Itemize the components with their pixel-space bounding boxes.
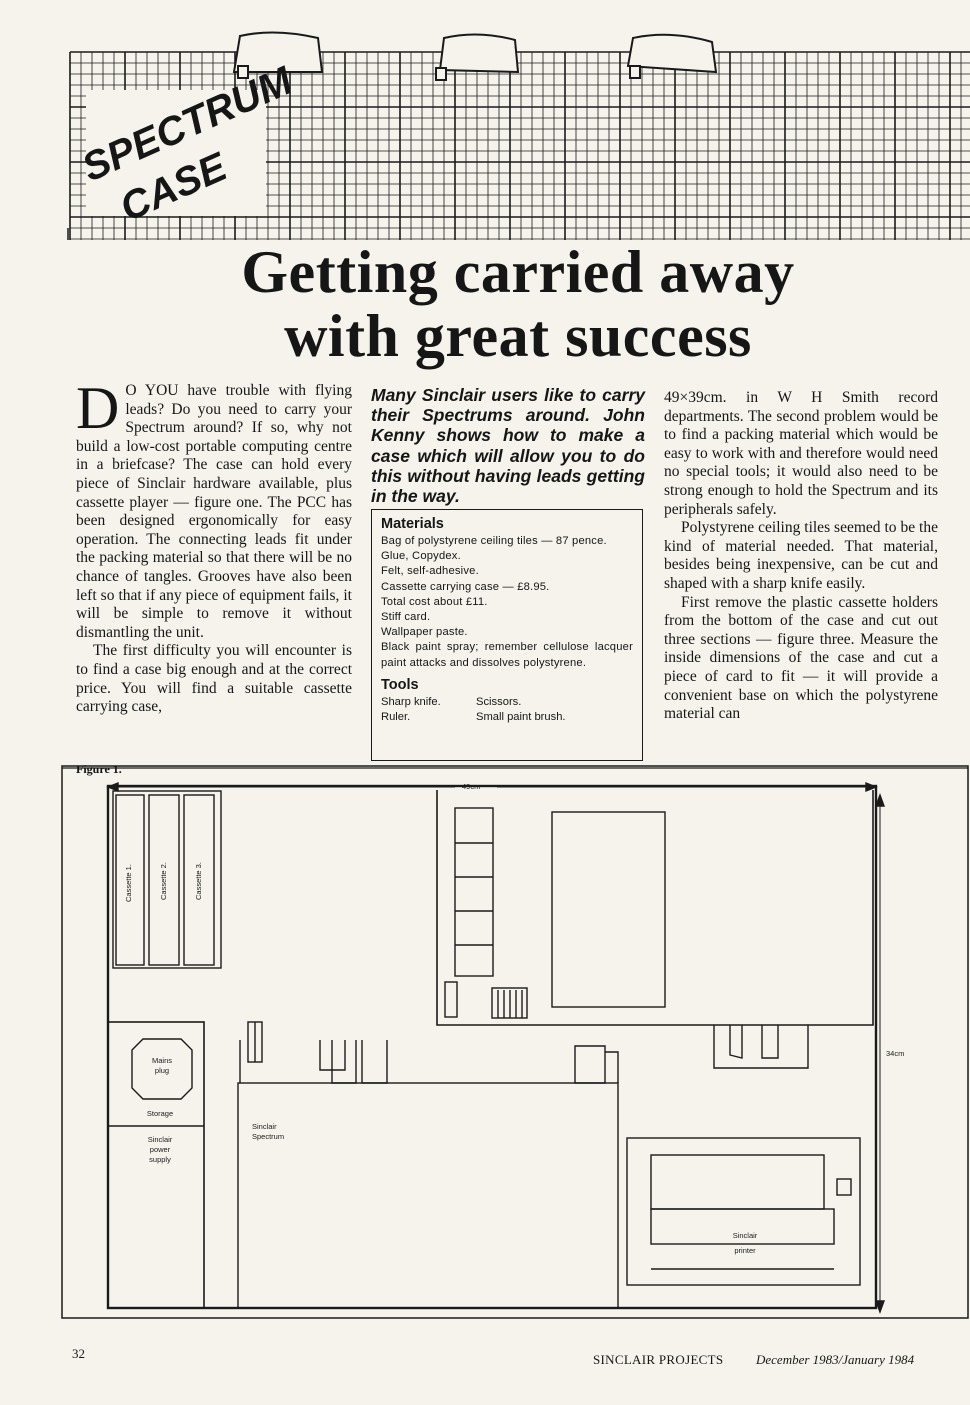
issue-date: December 1983/January 1984 <box>756 1352 915 1367</box>
headline-line2: with great success <box>284 303 752 369</box>
figure-1-diagram: 49cm 34cm Cassette 1. Cassette 2. Casset… <box>61 765 969 1319</box>
materials-item: Stiff card. <box>381 611 431 624</box>
cassette-label: Cassette 3. <box>194 862 203 900</box>
upper-right-compartment <box>436 790 874 1026</box>
spectrum-outline <box>237 1082 619 1309</box>
storage-label: Storage <box>147 1109 173 1118</box>
article-headline: Getting carried away with great success <box>68 240 968 368</box>
graph-paper-banner: SPECTRUM CASE <box>67 31 970 240</box>
mains-plug-outline <box>131 1038 193 1100</box>
printer-outline <box>626 1137 861 1286</box>
spectrum-label: Spectrum <box>252 1132 284 1141</box>
col3-paragraph-3: First remove the plastic cassette holder… <box>664 593 938 723</box>
materials-item: Glue, Copydex. <box>381 550 461 563</box>
storage-compartment <box>107 1021 205 1309</box>
printer-label: Sinclair <box>733 1231 758 1240</box>
interface-block <box>551 811 666 1008</box>
cassette-label: Cassette 2. <box>159 862 168 900</box>
headline-line1: Getting carried away <box>241 239 795 305</box>
article-column-1: D O YOU have trouble with flying leads? … <box>76 375 352 717</box>
cassette-compartment <box>112 790 222 969</box>
materials-heading: Materials <box>381 516 444 532</box>
case-outline <box>106 784 878 1310</box>
drop-cap: D <box>76 375 120 441</box>
materials-item: Cassette carrying case — £8.95. <box>381 580 550 593</box>
tools-item: Small paint brush. <box>476 711 566 724</box>
col3-paragraph-2: Polystyrene ceiling tiles seemed to be t… <box>664 519 938 592</box>
width-label: 49cm <box>462 782 480 791</box>
col1-paragraph-1: O YOU have trouble with flying leads? Do… <box>76 382 352 641</box>
cassette-slot <box>115 794 145 966</box>
materials-box: Materials Bag of polystyrene ceiling til… <box>371 509 643 761</box>
binder-clips <box>232 31 718 81</box>
publication-name: SINCLAIR PROJECTS <box>593 1352 724 1367</box>
col3-paragraph-1: 49×39cm. in W H Smith record departments… <box>664 389 938 518</box>
materials-item: Total cost about £11. <box>381 595 488 608</box>
spectrum-case-logo: SPECTRUM CASE <box>76 58 300 230</box>
materials-list: Bag of polystyrene ceiling tiles — 87 pe… <box>381 534 633 671</box>
figure-caption: Figure 1. <box>76 762 122 776</box>
printer-label: printer <box>734 1246 756 1255</box>
mains-plug-label: Mains <box>152 1056 172 1065</box>
col1-paragraph-2: The first difficulty you will encounter … <box>76 642 352 716</box>
mains-plug-label: plug <box>155 1066 169 1075</box>
tools-item: Ruler. <box>381 711 411 724</box>
materials-item: Wallpaper paste. <box>381 626 468 639</box>
materials-item: Felt, self-adhesive. <box>381 565 479 578</box>
power-supply-label: supply <box>149 1155 171 1164</box>
spectrum-label: Sinclair <box>252 1122 277 1131</box>
materials-item: Bag of polystyrene ceiling tiles — 87 pe… <box>381 535 607 547</box>
power-supply-label: power <box>150 1145 171 1154</box>
article-column-3: 49×39cm. in W H Smith record departments… <box>664 389 938 724</box>
tools-heading: Tools <box>381 676 419 693</box>
tools-list: Sharp knife. Scissors. Ruler. Small pain… <box>381 695 633 725</box>
height-label: 34cm <box>886 1049 904 1058</box>
cassette-label: Cassette 1. <box>124 864 133 902</box>
materials-item: Black paint spray; remember cellulose la… <box>381 641 633 669</box>
tools-item: Scissors. <box>476 695 522 708</box>
article-standfirst: Many Sinclair users like to carry their … <box>371 385 645 507</box>
microdrive-area <box>454 807 494 977</box>
cassette-slot <box>183 794 215 966</box>
cassette-slot <box>148 794 180 966</box>
tools-item: Sharp knife. <box>381 695 441 708</box>
page-number: 32 <box>72 1346 85 1361</box>
power-supply-label: Sinclair <box>148 1135 173 1144</box>
